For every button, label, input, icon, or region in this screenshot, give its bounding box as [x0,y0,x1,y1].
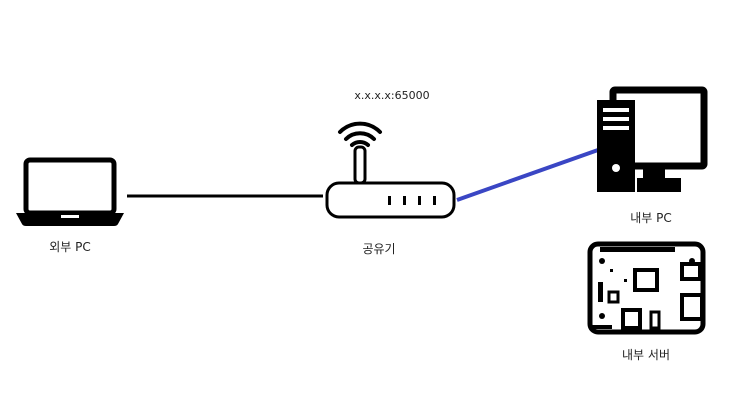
router-label: 공유기 [362,242,396,256]
external-pc-label: 외부 PC [49,240,91,254]
internal-pc-label: 내부 PC [630,211,672,225]
internal-link-line [456,148,599,202]
desktop-computer-icon [597,86,708,192]
laptop-icon [16,157,124,226]
router-address-label: x.x.x.x:65000 [354,89,430,102]
raspberry-pi-board-icon [587,241,706,335]
wifi-router-icon [325,121,456,219]
internal-server-label: 내부 서버 [622,348,670,362]
